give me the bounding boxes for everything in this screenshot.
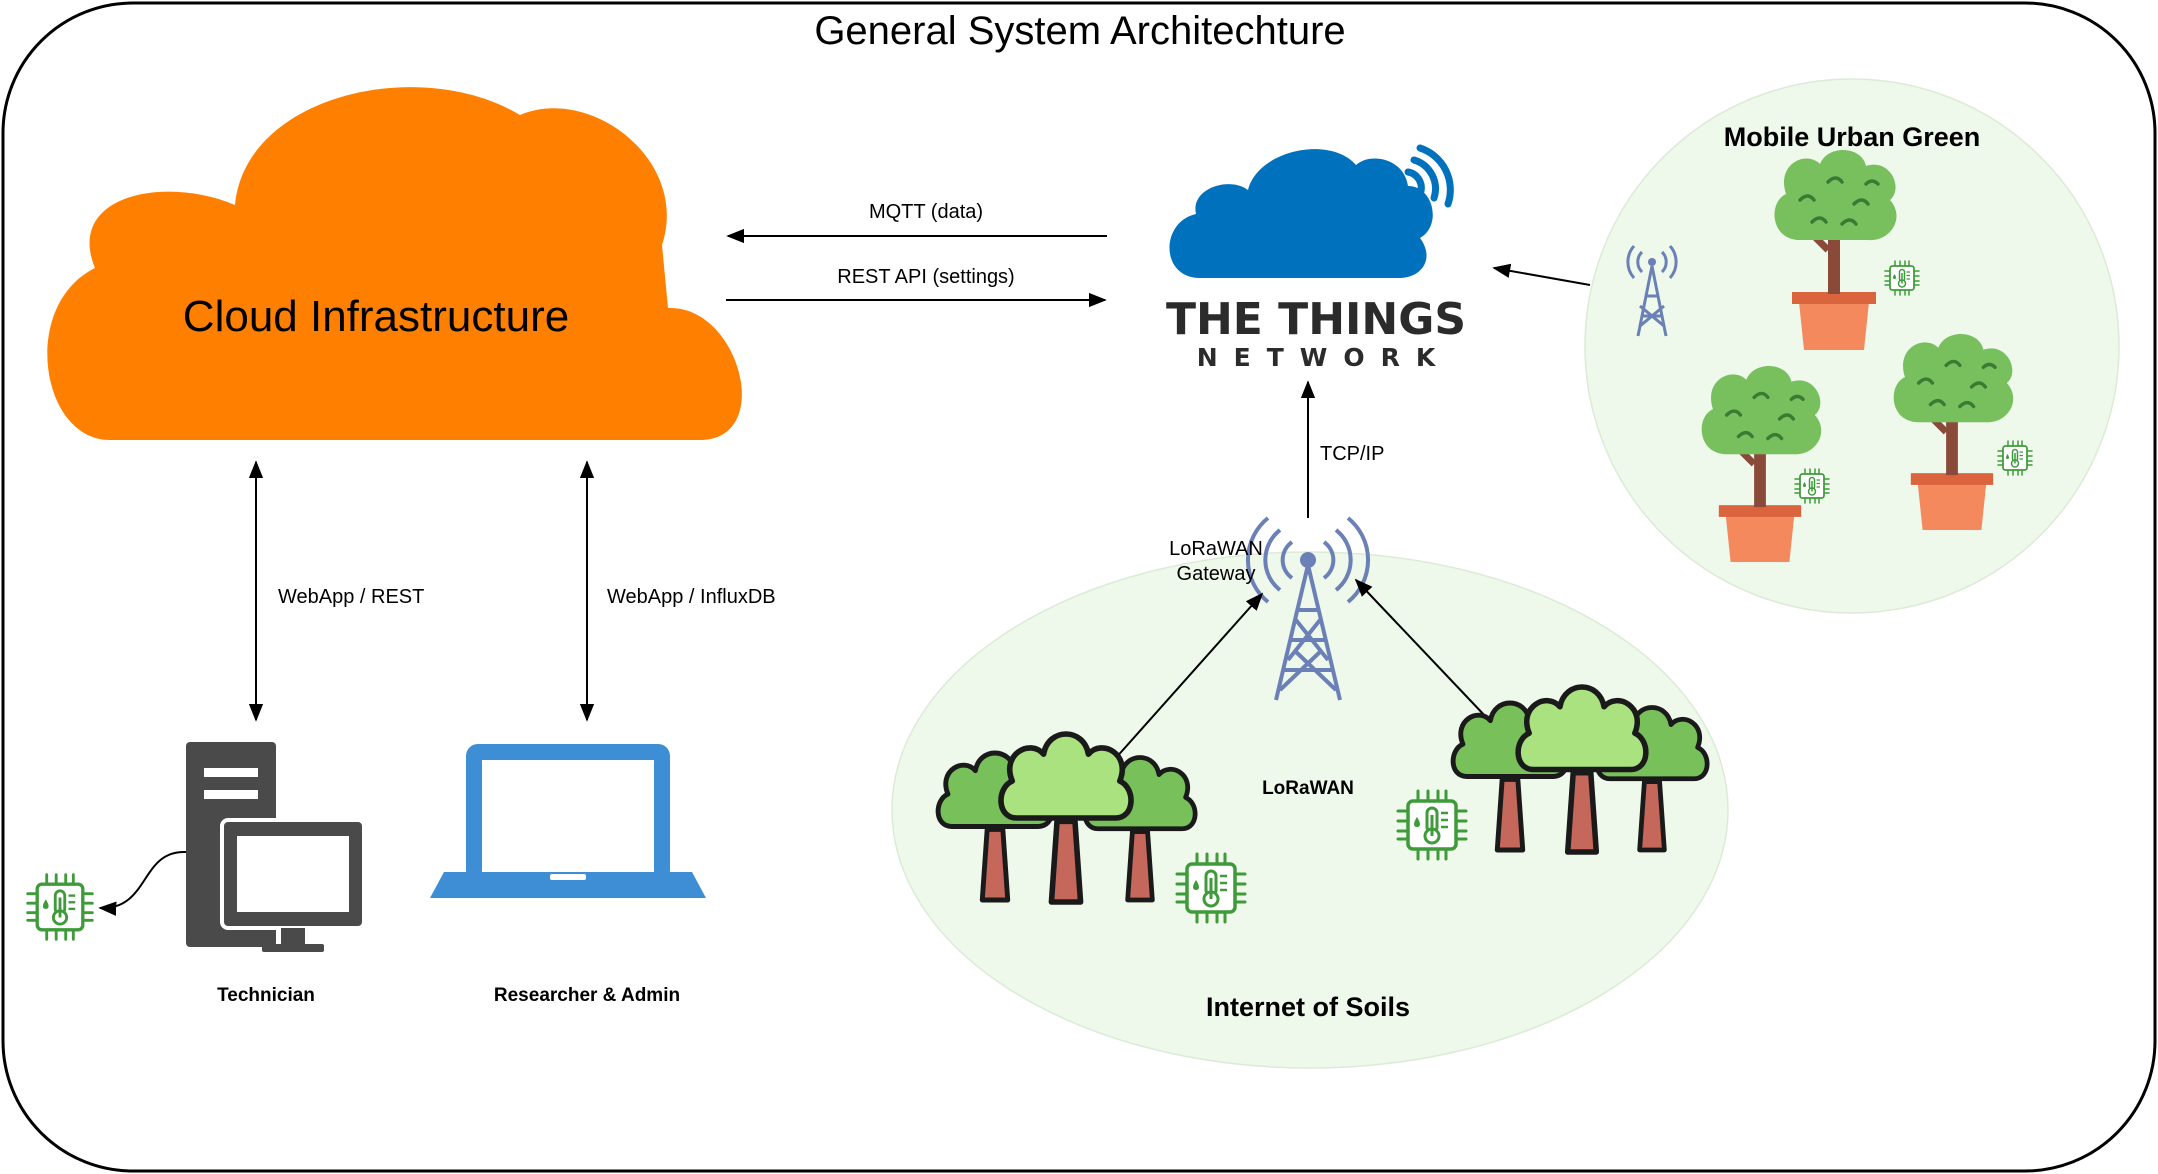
sensor-chip-icon	[1794, 468, 1830, 504]
technician-sensor-link	[98, 850, 187, 916]
mobile-urban-green-link	[1492, 263, 1591, 286]
technician-label: Technician	[217, 985, 315, 1006]
researcher-label: Researcher & Admin	[494, 985, 680, 1006]
mobile-urban-green-label: Mobile Urban Green	[1724, 122, 1981, 152]
tcp-ip-label: TCP/IP	[1320, 443, 1384, 465]
left-forest-link	[1113, 592, 1264, 761]
internet-of-soils-region	[891, 551, 1729, 1069]
ttn-logo: THE THINGS NETWORK	[1166, 144, 1466, 372]
ttn-cloud-icon	[1169, 149, 1433, 278]
sensor-chip-icon	[1884, 260, 1920, 296]
right-forest-link	[1354, 578, 1488, 719]
rest-api-label: REST API (settings)	[837, 266, 1014, 288]
sensor-chip-icon	[1997, 440, 2033, 476]
lorawan-label: LoRaWAN	[1262, 778, 1354, 799]
ttn-logo-line2: NETWORK	[1197, 343, 1452, 372]
gateway-label-line1: LoRaWAN	[1169, 538, 1263, 560]
laptop-icon	[430, 744, 706, 898]
webapp-rest-label: WebApp / REST	[278, 586, 424, 608]
ttn-logo-line1: THE THINGS	[1166, 294, 1466, 345]
diagram-title: General System Architechture	[814, 9, 1345, 53]
ttn-signal-icon	[1404, 144, 1454, 208]
cloud-icon	[47, 87, 742, 440]
mqtt-label: MQTT (data)	[869, 201, 983, 223]
cloud-infrastructure-label: Cloud Infrastructure	[183, 292, 569, 341]
gateway-label-line2: Gateway	[1177, 563, 1256, 585]
webapp-influx-label: WebApp / InfluxDB	[607, 586, 776, 608]
internet-of-soils-label: Internet of Soils	[1206, 992, 1410, 1022]
monitor-icon	[220, 818, 366, 952]
